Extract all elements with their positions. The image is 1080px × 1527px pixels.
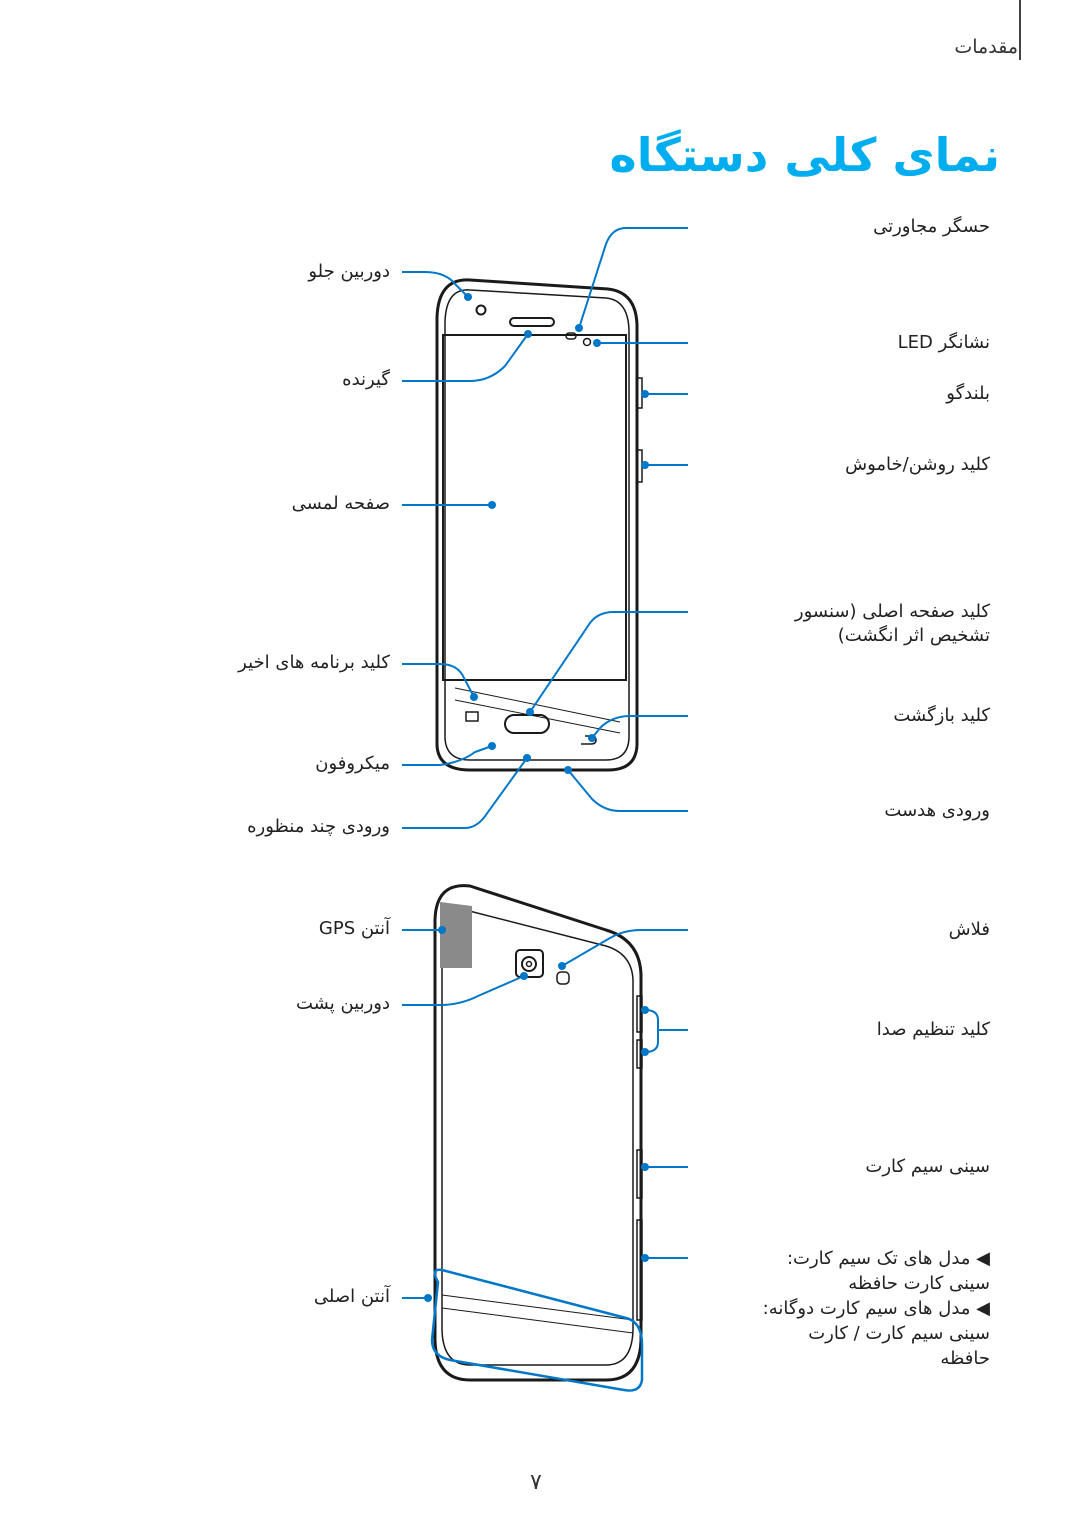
callouts [402, 227, 688, 1299]
label-microphone: میکروفون [315, 753, 390, 774]
label-sim-tray: سینی سیم کارت [865, 1156, 990, 1177]
label-home-key: کلید صفحه اصلی (سنسور تشخیص اثر انگشت) [794, 601, 990, 646]
label-led-indicator: نشانگر LED [897, 332, 990, 353]
label-back-key: کلید بازگشت [893, 705, 990, 726]
callout-dots [424, 293, 649, 1302]
header-divider [1019, 0, 1021, 60]
label-headset-jack: ورودی هدست [884, 800, 990, 821]
front-device [435, 278, 643, 772]
label-rear-camera: دوربین پشت [295, 993, 390, 1014]
label-speaker: بلندگو [946, 383, 990, 404]
label-touchscreen: صفحه لمسی [291, 493, 390, 514]
label-front-camera: دوربین جلو [308, 261, 390, 282]
label-volume-key: کلید تنظیم صدا [876, 1019, 990, 1040]
label-multipurpose-jack: ورودی چند منظوره [247, 816, 390, 837]
label-proximity-sensor: حسگر مجاورتی [873, 216, 990, 237]
label-sim-card-tray-notes: ◀ مدل های تک سیم کارت: سینی کارت حافظه ◀… [762, 1248, 990, 1369]
back-device [433, 884, 643, 1382]
label-gps-antenna: آنتن GPS [318, 918, 390, 939]
label-recent-apps-key: کلید برنامه های اخیر [238, 652, 390, 673]
label-main-antenna: آنتن اصلی [313, 1286, 390, 1307]
page-number: ۷ [530, 1470, 542, 1495]
label-power-key: کلید روشن/خاموش [845, 454, 990, 475]
gps-antenna-area [440, 902, 472, 968]
main-antenna-outline [430, 1268, 644, 1392]
label-flash: فلاش [948, 919, 990, 940]
section-title: مقدمات [954, 36, 1018, 58]
page-title: نمای کلی دستگاه [609, 128, 1000, 182]
label-earpiece: گیرنده [342, 369, 390, 390]
